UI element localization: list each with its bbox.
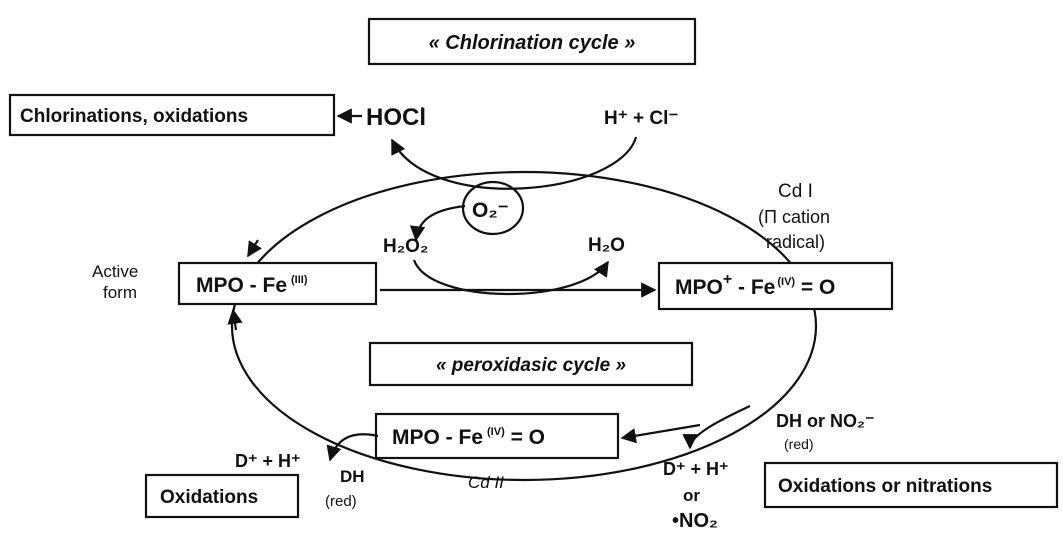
active-label-line1: Active	[92, 262, 138, 281]
peroxidasic-cycle-label: « peroxidasic cycle »	[436, 355, 626, 376]
dh-left: DH	[340, 467, 365, 486]
oxidations-nitrations-box	[763, 461, 1059, 509]
right-arc	[682, 405, 751, 450]
mpo-cd1-box	[657, 261, 894, 311]
ellipse-arrow-bottom-right	[620, 423, 701, 444]
cycle-ellipse	[230, 170, 818, 482]
mpo-cd1-label: MPO+ - Fe(IV) = O	[675, 271, 835, 299]
peroxidasic-cycle-box	[368, 341, 694, 387]
mpo-fe4-label: MPO - Fe(IV) = O	[392, 426, 545, 449]
peroxide-arc	[412, 259, 609, 296]
ellipse-arrow-left-up	[227, 308, 243, 331]
oxidations-nitrations-label: Oxidations or nitrations	[778, 476, 992, 497]
superoxide-circle	[461, 180, 525, 236]
red-right: (red)	[784, 436, 814, 452]
chlorinations-box	[8, 93, 336, 137]
chlorinations-label: Chlorinations, oxidations	[20, 106, 248, 127]
dh-left-arc	[326, 433, 379, 462]
oxidations-label: Oxidations	[160, 487, 258, 508]
mpo-fe3-label: MPO - Fe(III)	[196, 274, 308, 297]
h2o2: H₂O₂	[383, 236, 428, 257]
active-label-line2: form	[103, 283, 137, 302]
d-plus-h-plus-right: D⁺ + H⁺	[663, 459, 729, 479]
chlorination-cycle-box	[367, 17, 697, 66]
cd1-label: Cd I	[778, 181, 813, 202]
chlorination-cycle-label: « Chlorination cycle »	[429, 32, 636, 54]
cd1-desc-line2: radical)	[766, 232, 825, 252]
ellipse-arrow-top-left	[247, 239, 262, 258]
or-label: or	[683, 486, 700, 505]
mpo-fe3-box	[177, 261, 378, 306]
oxidations-box	[144, 473, 300, 519]
h2o: H₂O	[588, 235, 625, 256]
h-plus-cl-minus: H⁺ + Cl⁻	[604, 108, 678, 129]
red-left: (red)	[325, 493, 357, 510]
cd1-desc-line1: (Π cation	[758, 207, 830, 227]
no2-radical: •NO₂	[672, 510, 718, 532]
superoxide-arrow	[409, 204, 466, 242]
dh-or-no2: DH or NO₂⁻	[776, 411, 875, 431]
cd2-label: Cd II	[468, 473, 504, 492]
d-plus-h-plus-left: D⁺ + H⁺	[235, 451, 301, 471]
superoxide: O₂⁻	[472, 199, 509, 222]
chlorination-arc	[391, 136, 638, 190]
hocl: HOCl	[366, 104, 426, 131]
